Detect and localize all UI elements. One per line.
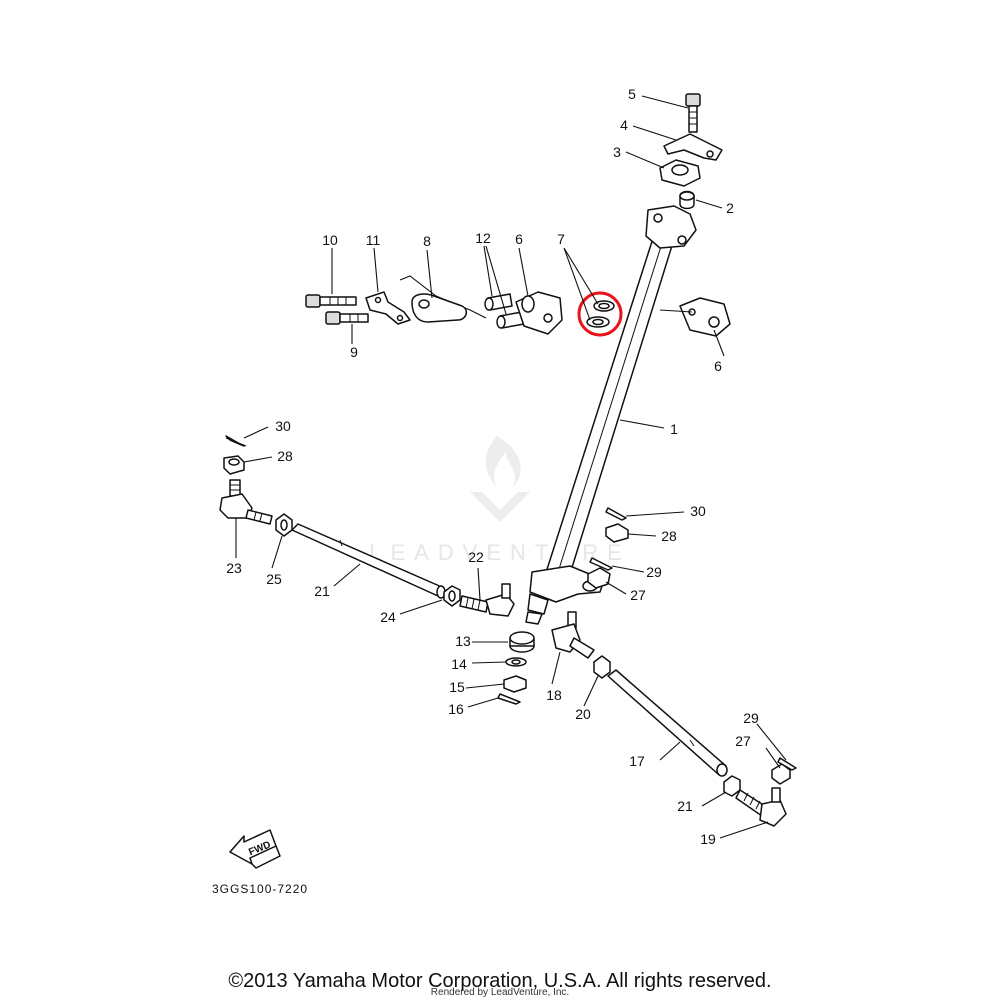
tie-rod-17 [607, 669, 728, 777]
tie-rod-end-18 [551, 611, 595, 659]
tie-rod-end-24 [219, 479, 273, 525]
copyright-notice: ©2013 Yamaha Motor Corporation, U.S.A. A… [228, 970, 772, 992]
part-label-23: 22 [468, 549, 484, 565]
part-label-14: 14 [451, 656, 467, 672]
nut-26 [275, 513, 293, 537]
bolt-9 [325, 311, 369, 325]
part-label-27-upper: 27 [630, 587, 646, 603]
fwd-arrow-icon: FWD [229, 829, 281, 869]
part-label-8: 8 [423, 233, 431, 249]
nut-21 [723, 775, 741, 797]
part-label-1: 1 [670, 421, 678, 437]
part-label-28-right: 28 [661, 528, 677, 544]
drawing-code: 3GGS100-7220 [212, 882, 308, 896]
part-label-13: 13 [455, 633, 471, 649]
part-label-12: 12 [475, 230, 491, 246]
part-label-6-right: 6 [714, 358, 722, 374]
rendered-by-notice: Rendered by LeadVenture, Inc. [430, 987, 570, 998]
nut-20 [593, 655, 611, 679]
part-label-29-lower: 29 [743, 710, 759, 726]
collars-12 [484, 293, 525, 329]
part-label-6-left: 6 [515, 231, 523, 247]
watermark-v-icon [470, 492, 530, 522]
part-label-10: 10 [322, 232, 338, 248]
leader-lines [235, 95, 787, 839]
part-label-28-left: 28 [277, 448, 293, 464]
part-label-24: 23 [226, 560, 242, 576]
oil-seal-13 [509, 631, 535, 653]
tie-rod-22 [291, 523, 446, 599]
part-label-25: 24 [380, 609, 396, 625]
cotter-pin-29-lower [777, 757, 797, 771]
shaft-holder-6-left [515, 291, 563, 335]
part-label-21: 21 [677, 798, 693, 814]
part-label-16: 16 [448, 701, 464, 717]
shaft-holder-clamp [679, 297, 731, 337]
part-label-4: 4 [620, 117, 628, 133]
part-label-7: 7 [557, 231, 565, 247]
part-labels: 5 4 3 2 10 11 8 12 6 7 9 6 1 30 28 30 28… [226, 86, 759, 847]
part-label-2: 2 [726, 200, 734, 216]
bushing [679, 190, 695, 210]
nut-27-upper [587, 567, 611, 589]
cotter-pin-16 [497, 693, 521, 705]
part-label-29-upper: 29 [646, 564, 662, 580]
part-label-15: 15 [449, 679, 465, 695]
part-label-26: 25 [266, 571, 282, 587]
part-label-30-left: 30 [275, 418, 291, 434]
part-label-20: 20 [575, 706, 591, 722]
bushing-pair-7 [586, 300, 615, 328]
castle-nut-28-left [223, 455, 245, 475]
tie-rod-end-23 [459, 583, 515, 617]
cotter-pin-30-right [605, 507, 627, 521]
top-bolt [685, 93, 701, 133]
upper-collar [659, 159, 701, 187]
highlight-circle [577, 291, 623, 337]
shaft-upper-head [645, 205, 697, 249]
part-label-22: 21 [314, 583, 330, 599]
washer-14 [505, 657, 527, 667]
part-label-3: 3 [613, 144, 621, 160]
castle-nut-28-right [605, 523, 629, 543]
part-label-30-right: 30 [690, 503, 706, 519]
part-label-11: 11 [366, 232, 381, 248]
cotter-pin-29-upper [589, 557, 613, 571]
part-label-18: 18 [546, 687, 562, 703]
nut-15 [503, 675, 527, 693]
lock-plate-11 [365, 291, 411, 325]
cotter-pin-30-left [225, 435, 247, 447]
bolt-10 [305, 294, 357, 308]
part-label-17: 17 [629, 753, 645, 769]
part-label-5: 5 [628, 86, 636, 102]
top-bracket-plate [663, 133, 723, 161]
tie-rod-end-19 [735, 787, 787, 827]
nut-25 [443, 585, 461, 607]
watermark-flame-icon [485, 436, 521, 488]
link-arm-8 [399, 275, 487, 323]
part-label-27-lower: 27 [735, 733, 751, 749]
part-label-19: 19 [700, 831, 716, 847]
part-label-9: 9 [350, 344, 358, 360]
